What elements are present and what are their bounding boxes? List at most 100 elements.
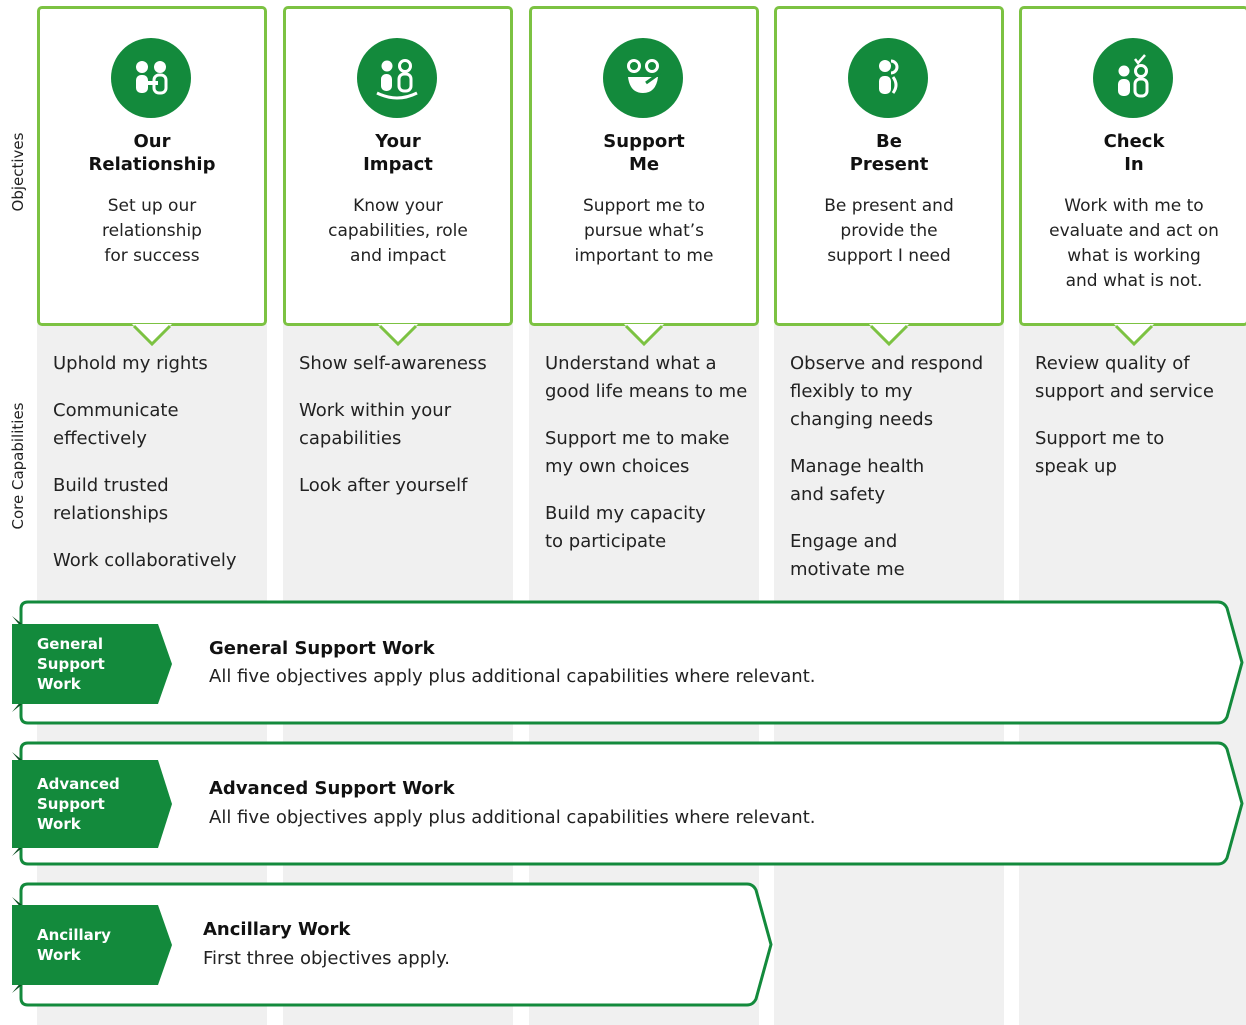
objective-title-line: Be [876, 131, 902, 152]
objective-description: Work with me to evaluate and act on what i… [1033, 194, 1235, 294]
band-tab-line: Work [37, 815, 81, 833]
objective-description-line: evaluate and act on [1049, 221, 1219, 241]
core-capability-item: Work collaboratively [53, 547, 257, 575]
objective-description-line: Support me to [582, 196, 706, 216]
core-capability-line: effectively [53, 428, 147, 449]
objective-title-line: Support [603, 131, 685, 152]
band-tab-line: Ancillary [37, 926, 111, 944]
band-description: All five objectives apply plus additiona… [209, 666, 816, 687]
card-notch [869, 324, 909, 347]
band-outline [12, 600, 1244, 725]
band-outline [12, 741, 1244, 866]
core-capability-line: Understand what a [545, 353, 717, 374]
objective-title-line: In [1124, 154, 1144, 175]
core-capability-item: Build my capacity to participate [545, 500, 749, 556]
present-icon [848, 38, 928, 118]
objective-description-line: Be present and [824, 196, 954, 216]
core-capability-line: my own choices [545, 456, 690, 477]
objective-description-line: for success [104, 246, 200, 266]
objective-title-line: Our [133, 131, 171, 152]
objective-title-line: Your [375, 131, 421, 152]
core-capability-line: Build my capacity [545, 503, 706, 524]
band-description: All five objectives apply plus additiona… [209, 807, 816, 828]
objective-title-line: Relationship [88, 154, 216, 175]
objective-title-line: Me [628, 154, 660, 175]
core-capability-item: Manage health and safety [790, 453, 994, 509]
core-capability-line: Communicate [53, 400, 179, 421]
core-capability-line: support and service [1035, 381, 1214, 402]
card-notch [624, 324, 664, 347]
objective-description-line: pursue what’s [583, 221, 705, 241]
core-capability-line: to participate [545, 531, 667, 552]
band-tab-line: Support [37, 655, 105, 673]
objective-description-line: Set up our [107, 196, 197, 216]
core-capability-line: Review quality of [1035, 353, 1190, 374]
core-capabilities-list: Understand what a good life means to me Su… [545, 350, 749, 575]
objective-description-line: Know your [353, 196, 443, 216]
core-capability-line: Manage health [790, 456, 925, 477]
core-capability-item: Support me to make my own choices [545, 425, 749, 481]
core-capability-line: Work collaboratively [53, 550, 237, 571]
core-capability-line: Uphold my rights [53, 353, 208, 374]
core-capabilities-side-label: Core Capabilities [9, 402, 27, 530]
card-notch [378, 324, 418, 347]
band-tab-line: General [37, 635, 103, 653]
objective-title-line: Impact [363, 154, 433, 175]
core-capability-line: changing needs [790, 409, 934, 430]
objective-description-line: what is working [1067, 246, 1201, 266]
objective-description-line: Work with me to [1064, 196, 1204, 216]
band-description: First three objectives apply. [203, 948, 450, 969]
band-tab-line: Advanced [37, 775, 120, 793]
core-capability-line: Support me to make [545, 428, 730, 449]
core-capability-line: and safety [790, 484, 886, 505]
objective-description-line: relationship [102, 221, 202, 241]
objective-description: Be present and provide the support I need [788, 194, 990, 269]
core-capability-line: Work within your [299, 400, 452, 421]
impact-icon [357, 38, 437, 118]
band-title: Advanced Support Work [209, 778, 455, 799]
objective-title-line: Check [1103, 131, 1165, 152]
objective-description-line: support I need [827, 246, 951, 266]
support-icon [603, 38, 683, 118]
objective-description-line: and what is not. [1065, 271, 1203, 291]
band-tab-line: Work [37, 675, 81, 693]
objectives-side-label: Objectives [9, 132, 27, 212]
core-capability-line: relationships [53, 503, 169, 524]
objective-description: Set up our relationship for success [51, 194, 253, 269]
band-title: Ancillary Work [203, 919, 351, 940]
core-capability-item: Communicate effectively [53, 397, 257, 453]
objective-description-line: provide the [840, 221, 938, 241]
relationship-icon [111, 38, 191, 118]
core-capability-item: Look after yourself [299, 472, 503, 500]
core-capability-line: motivate me [790, 559, 905, 580]
band-tab-line: Work [37, 946, 81, 964]
objective-description: Support me to pursue what’s important to m… [543, 194, 745, 269]
core-capability-line: Look after yourself [299, 475, 468, 496]
core-capability-line: Support me to [1035, 428, 1165, 449]
check-in-icon [1093, 38, 1173, 118]
core-capability-line: good life means to me [545, 381, 748, 402]
objective-description-line: important to me [574, 246, 714, 266]
core-capability-line: capabilities [299, 428, 402, 449]
objective-description-line: capabilities, role [328, 221, 468, 241]
core-capability-line: flexibly to my [790, 381, 913, 402]
